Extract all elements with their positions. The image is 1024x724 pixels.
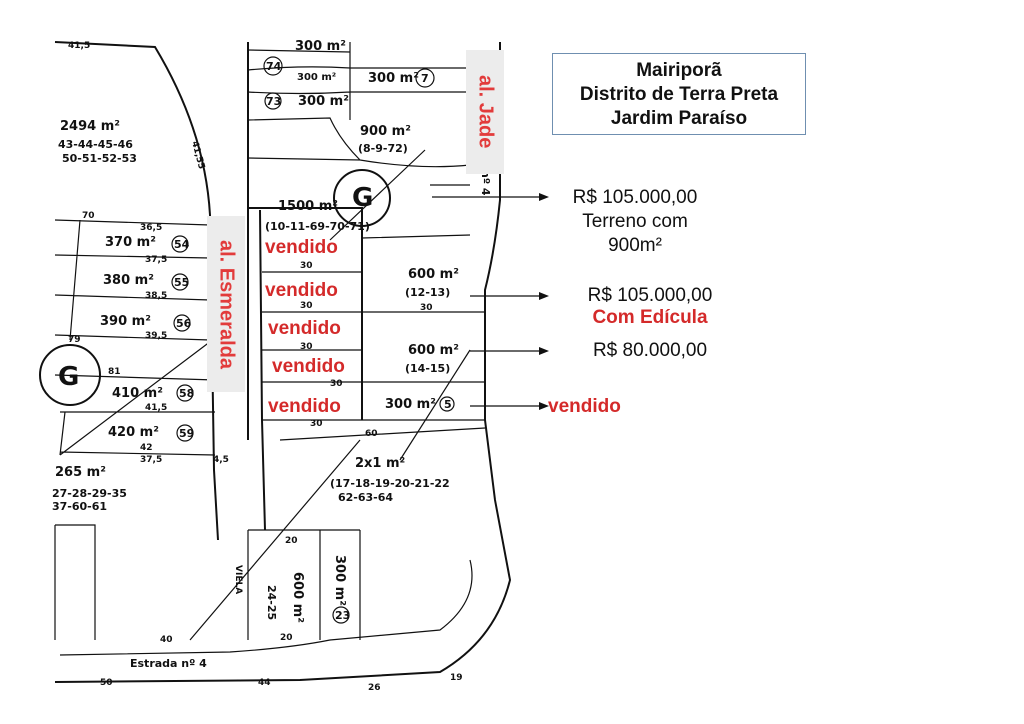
- dimension: 30: [420, 303, 433, 313]
- dimension: 20: [285, 536, 298, 546]
- dimension: 30: [310, 419, 323, 429]
- dimension: 30: [330, 379, 343, 389]
- g-symbol: G: [352, 183, 373, 213]
- lot-numbers: (8-9-72): [358, 142, 408, 155]
- lot-number: 58: [179, 387, 194, 400]
- offer-price: R$ 105.000,00: [572, 187, 698, 208]
- dimension: 41,5: [68, 41, 90, 51]
- lot-area: 420 m²: [108, 425, 159, 440]
- lot-number: 23: [335, 609, 350, 622]
- offer-price: R$ 80.000,00: [592, 340, 708, 361]
- title-box: Mairiporã Distrito de Terra Preta Jardim…: [552, 53, 806, 135]
- dimension: 42: [140, 443, 153, 453]
- dimension: 19: [450, 673, 463, 683]
- dimension: 41,5: [145, 403, 167, 413]
- sold-label: vendido: [265, 280, 338, 301]
- lot-area: 300 m²: [298, 94, 349, 109]
- lot-area: 600 m²: [408, 343, 459, 358]
- lot-numbers: (10-11-69-70-71): [265, 220, 370, 233]
- dimension: 41,55: [189, 140, 206, 170]
- lot-area: 380 m²: [103, 273, 154, 288]
- lot-numbers: 43-44-45-46: [58, 138, 133, 151]
- lot-numbers: (12-13): [405, 286, 450, 299]
- dimension: 30: [300, 261, 313, 271]
- lot-area: 900 m²: [360, 124, 411, 139]
- dimension: 36,5: [140, 223, 162, 233]
- lot-area: 300 m²: [297, 72, 336, 83]
- dimension: 44: [258, 678, 271, 688]
- sold-label: vendido: [268, 396, 341, 417]
- offer-desc: Com Edícula: [592, 307, 708, 328]
- lot-number: 59: [179, 427, 194, 440]
- lot-area: 300 m²: [332, 555, 347, 606]
- dimension: 40: [160, 635, 173, 645]
- lot-area: 370 m²: [105, 235, 156, 250]
- lot-area: 2494 m²: [60, 119, 120, 134]
- dimension: 38,5: [145, 291, 167, 301]
- lot-numbers: 37-60-61: [52, 500, 107, 513]
- dimension: 20: [280, 633, 293, 643]
- road-boundary: [54, 41, 211, 216]
- street-name: VIELA: [233, 565, 243, 594]
- lot-number: 55: [174, 276, 189, 289]
- title-neighborhood: Jardim Paraíso: [610, 108, 748, 129]
- dimension: 4,5: [213, 455, 229, 465]
- lot-area: 2x1 m²: [355, 456, 405, 471]
- lot-area: 410 m²: [112, 386, 163, 401]
- lot-area: 300 m²: [295, 39, 346, 54]
- sold-label: vendido: [265, 237, 338, 258]
- offer-price: R$ 105.000,00: [587, 285, 713, 306]
- lot-numbers: 24-25: [265, 585, 278, 620]
- lot-area: 1500 m²: [278, 199, 338, 214]
- street-label-jade: al. Jade: [466, 50, 504, 174]
- lot-area: 390 m²: [100, 314, 151, 329]
- lot-number: 56: [176, 317, 192, 330]
- lot-number: 7: [421, 72, 429, 85]
- offer-4-status: vendido: [548, 396, 621, 417]
- street-name: nº 4: [479, 170, 492, 196]
- street-name: Estrada nº 4: [130, 657, 207, 670]
- lot-area: 600 m²: [408, 267, 459, 282]
- offer-desc: Terreno com: [582, 211, 688, 232]
- dimension: 70: [82, 211, 95, 221]
- sold-label: vendido: [268, 318, 341, 339]
- lot-number: 5: [444, 398, 452, 411]
- dimension: 60: [365, 429, 378, 439]
- lot-numbers: (14-15): [405, 362, 450, 375]
- sold-label: vendido: [272, 356, 345, 377]
- lot-number: 74: [266, 60, 282, 73]
- dimension: 30: [300, 342, 313, 352]
- dimension: 50: [100, 678, 113, 688]
- dimension: 39,5: [145, 331, 167, 341]
- lot-numbers: 27-28-29-35: [52, 487, 127, 500]
- offer-3: R$ 80.000,00: [575, 340, 725, 362]
- dimension: 37,5: [145, 255, 167, 265]
- lot-numbers: 50-51-52-53: [62, 152, 137, 165]
- lot-numbers: 62-63-64: [338, 491, 393, 504]
- dimension: 30: [300, 301, 313, 311]
- dimension: 26: [368, 683, 381, 693]
- title-city: Mairiporã: [636, 60, 722, 81]
- lot-area: 300 m²: [368, 71, 419, 86]
- lot-area: 265 m²: [55, 465, 106, 480]
- dimension: 81: [108, 367, 121, 377]
- lot-area: 300 m²: [385, 397, 436, 412]
- lot-number: 54: [174, 238, 190, 251]
- street-label-esmeralda: al. Esmeralda: [207, 216, 245, 392]
- dimension: 79: [68, 335, 81, 345]
- dimension: 37,5: [140, 455, 162, 465]
- lot-numbers: (17-18-19-20-21-22: [330, 477, 450, 490]
- lot-number: 73: [266, 95, 281, 108]
- g-symbol: G: [58, 362, 79, 392]
- offer-desc: 900m²: [608, 235, 662, 256]
- offer-2: R$ 105.000,00 Com Edícula: [565, 285, 735, 329]
- title-district: Distrito de Terra Preta: [579, 84, 779, 105]
- offer-1: R$ 105.000,00 Terreno com 900m²: [555, 186, 715, 258]
- lot-area: 600 m²: [290, 572, 305, 623]
- offer-arrows: [432, 193, 549, 410]
